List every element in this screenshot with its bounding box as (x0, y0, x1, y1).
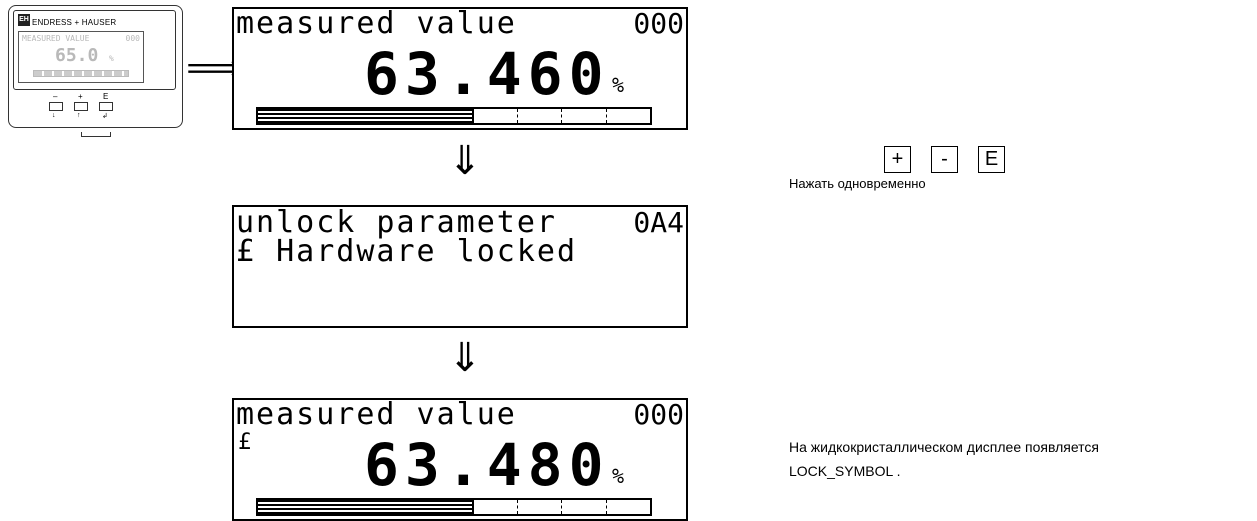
device-lcd-bargraph (33, 70, 129, 77)
device-mount (81, 132, 111, 137)
lcd-screen-2: unlock parameter 0A4 £ Hardware locked (232, 205, 688, 328)
lcd-screen-1: measured value 000 63.460 % (232, 7, 688, 130)
screen-1-code: 000 (633, 9, 684, 39)
device-keypad: – ↓ + ↑ E ↲ (9, 92, 182, 122)
screen-3-value: 63.480 (364, 436, 610, 494)
brand-logo: EH (18, 14, 30, 26)
device-lcd-value: 65.0 (55, 45, 98, 66)
result-note-line1: На жидкокристаллическом дисплее появляет… (789, 439, 1099, 455)
brand-name: ENDRESS + HAUSER (32, 18, 116, 27)
lcd-screen-3: measured value 000 £ 63.480 % (232, 398, 688, 521)
screen-2-message: Hardware locked (276, 234, 577, 269)
bargraph-empty (474, 107, 652, 125)
instruction-text: Нажать одновременно (789, 176, 926, 191)
device-lcd-unit: % (109, 54, 114, 63)
key-plus-icon: + (884, 146, 911, 173)
lock-icon: £ (236, 234, 256, 269)
bargraph-fill (256, 498, 474, 516)
screen-1-unit: % (612, 73, 624, 97)
screen-2-message-row: £ Hardware locked (236, 237, 577, 267)
result-note-line2: LOCK_SYMBOL . (789, 463, 901, 479)
device-lcd: MEASURED VALUE 000 65.0 % (18, 31, 144, 83)
screen-3-unit: % (612, 464, 624, 488)
key-enter-icon: E (978, 146, 1005, 173)
device-display-panel: EH ENDRESS + HAUSER MEASURED VALUE 000 6… (13, 10, 176, 90)
arrow-down-icon: ⇓ (448, 141, 482, 181)
screen-1-title: measured value (236, 9, 517, 39)
device-lcd-code: 000 (126, 34, 140, 43)
device-lcd-title: MEASURED VALUE (22, 34, 89, 43)
screen-3-title: measured value (236, 400, 517, 430)
screen-1-value: 63.460 (364, 45, 610, 103)
screen-3-code: 000 (633, 400, 684, 430)
key-minus-icon: - (931, 146, 958, 173)
bargraph-empty (474, 498, 652, 516)
arrow-down-icon: ⇓ (448, 338, 482, 378)
device-thumbnail: EH ENDRESS + HAUSER MEASURED VALUE 000 6… (8, 5, 183, 128)
lock-icon: £ (238, 430, 251, 455)
screen-1-bargraph (256, 107, 652, 125)
screen-2-code: 0A4 (633, 208, 684, 238)
bargraph-fill (256, 107, 474, 125)
screen-3-bargraph (256, 498, 652, 516)
